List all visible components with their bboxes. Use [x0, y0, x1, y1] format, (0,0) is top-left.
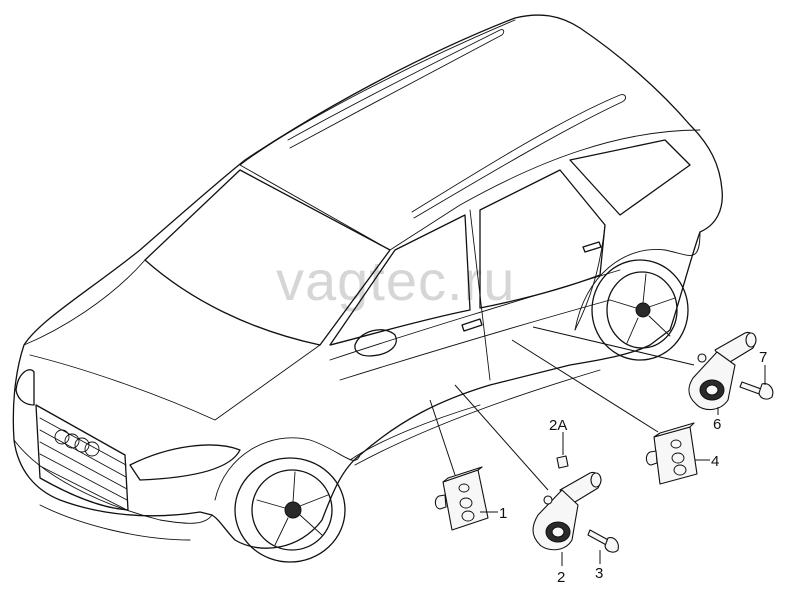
roof-rail-rear	[411, 94, 627, 219]
callout-3: 3	[595, 565, 603, 582]
rear-wheel	[591, 259, 689, 361]
callout-7: 7	[759, 349, 767, 366]
part-7-bolt	[739, 381, 774, 400]
body-crease	[329, 269, 621, 381]
right-headlight	[129, 444, 241, 481]
logo-rings-icon	[54, 429, 100, 457]
part-6-motor	[688, 331, 757, 411]
front-wheel	[234, 457, 346, 563]
hood	[23, 259, 321, 421]
grille-bars	[39, 417, 128, 511]
front-door-window	[329, 214, 471, 346]
sill-line	[354, 369, 601, 466]
front-bumper	[13, 439, 213, 541]
rear-door-handle	[582, 241, 602, 253]
part-2-motor	[532, 471, 602, 551]
callout-6: 6	[713, 416, 721, 433]
quarter-window	[569, 139, 691, 216]
callout-4: 4	[711, 453, 719, 470]
part-3-bolt	[587, 529, 619, 553]
car-illustration	[12, 14, 723, 563]
watermark-text: vagtec.ru	[276, 249, 515, 312]
callout-2: 2	[557, 569, 565, 586]
callout-1: 1	[499, 505, 507, 522]
door-seam-rear	[574, 224, 606, 331]
front-wheel-arch	[214, 437, 361, 501]
door-seam-front	[349, 209, 491, 461]
grille	[35, 404, 129, 511]
rear-wheel-arch	[574, 231, 701, 331]
front-door-handle	[461, 318, 483, 332]
part-4-switch	[645, 422, 698, 485]
side-mirror	[354, 329, 397, 357]
part-2a-clip	[556, 455, 569, 469]
callout-2a: 2A	[549, 417, 567, 434]
leader-lines	[429, 326, 766, 566]
roof-rail-front	[287, 29, 505, 149]
left-headlight	[15, 369, 35, 406]
part-1-switch	[434, 466, 489, 531]
roof-line	[239, 19, 701, 251]
